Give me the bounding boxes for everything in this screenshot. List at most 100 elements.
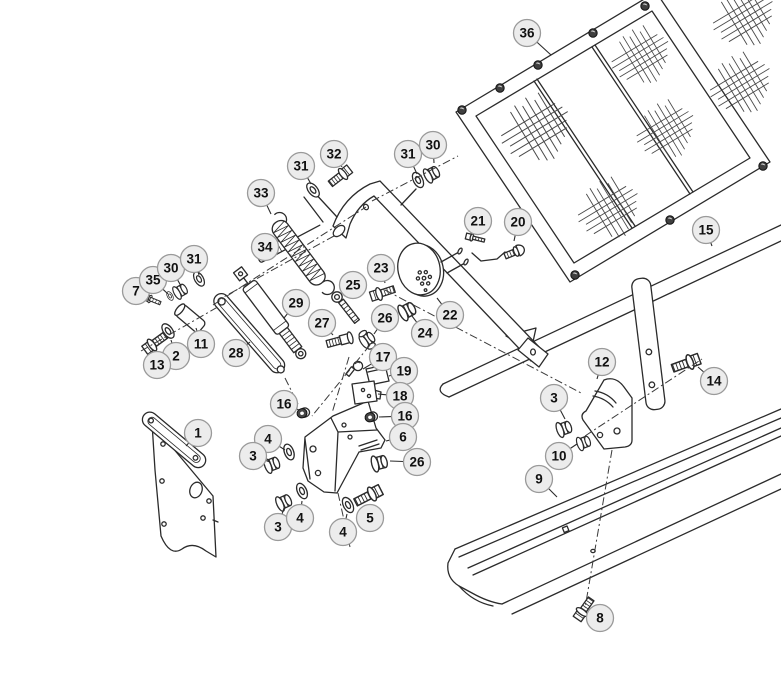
callout-15: 15 [691,215,721,247]
svg-text:4: 4 [264,432,272,447]
svg-text:27: 27 [314,316,329,331]
callout-20: 20 [503,207,533,242]
mount-bracket-12 [581,378,633,450]
flange-nut-3 [553,418,575,440]
callout-31: 31 [393,139,423,175]
svg-text:31: 31 [293,159,309,174]
callout-33: 33 [246,178,276,215]
grommet-16 [295,406,312,420]
assembly-axes [140,155,703,609]
callout-30: 30 [156,253,186,287]
callout-10: 10 [544,441,578,471]
callout-6: 6 [385,422,418,452]
link-bar-28 [213,292,286,374]
svg-text:12: 12 [594,355,609,370]
callout-29: 29 [281,288,311,319]
callout-11: 11 [186,327,216,359]
svg-text:18: 18 [392,389,408,404]
svg-text:31: 31 [186,252,202,267]
callout-28: 28 [221,338,251,368]
svg-text:21: 21 [470,214,486,229]
flange-nut-10 [574,433,593,453]
svg-text:24: 24 [417,326,433,341]
callout-13: 13 [142,350,172,380]
svg-text:32: 32 [326,147,341,162]
svg-text:6: 6 [399,430,407,445]
svg-text:34: 34 [257,240,273,255]
tray-hole [561,525,570,534]
flange-nut-26 [369,452,390,474]
svg-text:30: 30 [425,138,440,153]
screw-21 [464,232,486,243]
callout-5: 5 [355,503,385,533]
callout-30: 30 [418,130,448,164]
svg-text:20: 20 [510,215,525,230]
callout-34: 34 [250,232,280,262]
callout-9: 9 [524,464,558,498]
svg-text:10: 10 [551,449,566,464]
svg-text:25: 25 [345,278,361,293]
callout-16: 16 [269,389,300,419]
callout-16: 16 [378,401,420,431]
mounting-plate-1 [141,411,219,558]
svg-text:30: 30 [163,261,178,276]
callout-12: 12 [587,347,617,380]
svg-text:35: 35 [145,273,161,288]
svg-text:4: 4 [339,525,347,540]
washer-4 [293,480,311,502]
callout-1: 1 [183,418,213,448]
plate-handle [141,411,207,469]
svg-text:26: 26 [409,455,425,470]
main-bracket-6 [302,400,386,494]
callout-23: 23 [366,253,396,284]
retainer-wire [471,251,506,262]
svg-text:15: 15 [698,223,714,238]
svg-text:28: 28 [228,346,244,361]
callout-17: 17 [362,342,398,372]
screw-20 [503,244,525,260]
callout-3: 3 [539,383,569,420]
tray-end-flap [447,548,503,605]
svg-text:4: 4 [296,511,304,526]
callout-32: 32 [319,139,349,169]
washer-31 [303,180,323,200]
callout-21: 21 [463,206,493,236]
callout-19: 19 [388,356,419,386]
svg-text:5: 5 [366,511,374,526]
svg-text:19: 19 [396,364,411,379]
svg-text:26: 26 [377,311,393,326]
bolt-23 [368,282,397,304]
wing-nut-26 [356,328,378,351]
screw-17 [345,360,364,377]
svg-text:1: 1 [194,426,202,441]
callout-31: 31 [286,151,316,185]
tension-spring-33 [271,211,335,296]
svg-text:3: 3 [249,449,257,464]
frame-post [631,277,666,411]
svg-text:22: 22 [442,308,457,323]
bolt-14 [669,350,703,377]
svg-text:13: 13 [149,358,165,373]
callout-26: 26 [389,447,432,477]
damper-29 [232,266,307,360]
svg-text:14: 14 [706,374,722,389]
callout-27: 27 [307,308,337,338]
washer-4 [281,442,297,462]
svg-text:29: 29 [288,296,303,311]
installed-screws [440,247,469,274]
svg-text:31: 31 [400,147,416,162]
svg-text:11: 11 [194,337,209,352]
callout-4: 4 [285,500,315,533]
bracket-18 [351,380,382,405]
bolt-27 [325,331,354,349]
spacer-11 [174,303,206,333]
svg-text:17: 17 [375,350,390,365]
screen-panel [455,0,781,283]
arm-end-plate [517,337,549,368]
pivot-disc-22 [397,242,445,297]
lever-arm [332,180,549,368]
callout-14: 14 [697,366,729,396]
svg-text:16: 16 [276,397,292,412]
